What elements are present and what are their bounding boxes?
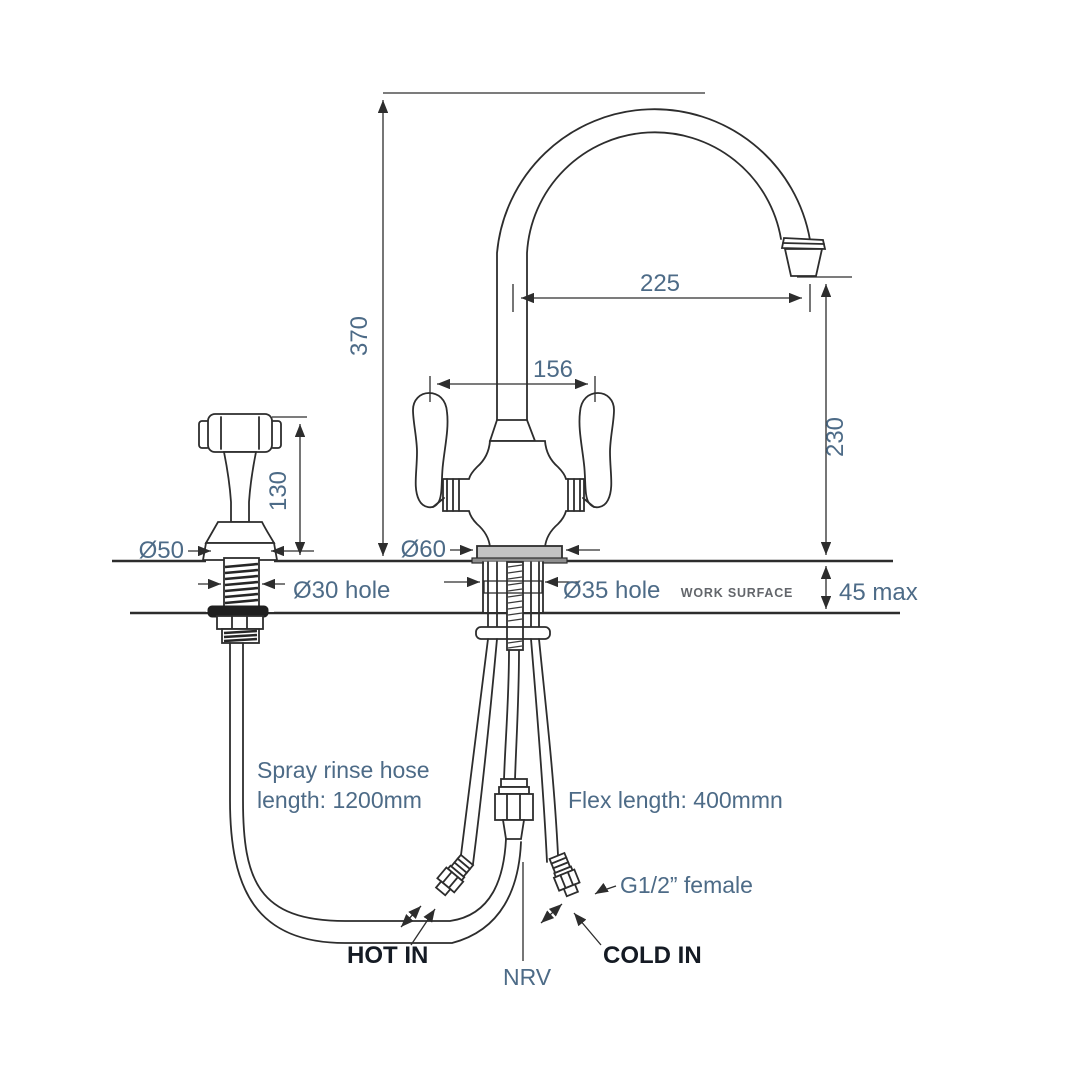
dimension-annotations: 370 225 230 156 130 Ø50 Ø60 Ø30 hole Ø: [139, 92, 918, 609]
spray-hose-inner-edge: [242, 642, 507, 922]
thread-size-leader: [594, 882, 617, 895]
hot-thread-arrow: [400, 905, 422, 928]
hot-in-label: HOT IN: [347, 942, 428, 969]
spray-neck: [222, 451, 258, 523]
dim-370-label: 370: [346, 316, 373, 356]
spray-hose-outer-edge: [229, 642, 522, 944]
spray-hose-note-line1: Spray rinse hose: [257, 757, 430, 783]
stud-threads: [507, 564, 523, 649]
spray-bell: [204, 521, 276, 544]
hot-inlet-fitting: [434, 853, 475, 897]
cold-lever-handle: [578, 392, 615, 509]
spout-collar: [488, 419, 537, 442]
thread-size-label: G1/2” female: [620, 872, 753, 898]
dim-130-label: 130: [265, 471, 292, 511]
work-surface-label: WORK SURFACE: [681, 586, 793, 600]
dim-225-label: 225: [640, 270, 680, 297]
dim-45max-label: 45 max: [839, 579, 918, 606]
base-flange: [476, 545, 563, 560]
dim-d50-label: Ø50: [139, 537, 184, 564]
dim-d35-label: Ø35 hole: [563, 577, 660, 604]
spray-backnut: [216, 615, 264, 630]
nrv-hose-edge: [503, 650, 510, 781]
aerator-body: [783, 248, 824, 277]
aerator-collar-line: [782, 242, 825, 245]
shank-collar: [483, 580, 543, 594]
nrv-hose-edge: [514, 650, 520, 781]
nrv-label: NRV: [503, 964, 552, 990]
dim-d60-label: Ø60: [401, 536, 446, 563]
hot-lever-neck: [432, 497, 445, 508]
valve-body: [442, 440, 585, 548]
hot-flex-hose-edge: [460, 638, 489, 856]
spout-inner-curve: [526, 131, 782, 424]
nrv-valve: [494, 778, 534, 840]
spray-rinse-unit: [198, 413, 282, 644]
spray-hose-loop: [229, 642, 522, 944]
cold-in-label: COLD IN: [603, 942, 702, 969]
cold-flex-hose-edge: [538, 638, 559, 856]
hot-flex-hose-edge: [472, 638, 498, 865]
hot-in-leader: [410, 908, 436, 946]
flex-hoses: [434, 638, 581, 898]
dim-230-label: 230: [822, 417, 849, 457]
flex-length-note: Flex length: 400mmn: [568, 787, 783, 813]
dim-156-label: 156: [533, 356, 573, 383]
cold-inlet-fitting: [548, 851, 581, 898]
spray-head: [207, 413, 273, 453]
cold-in-leader: [573, 912, 602, 946]
cold-lever-neck: [582, 497, 595, 508]
hose-annotations: Spray rinse hose length: 1200mm Flex len…: [257, 757, 783, 990]
spray-shank-threads: [224, 562, 259, 605]
main-tap: [412, 108, 827, 651]
spout-outer-curve: [496, 108, 811, 424]
cold-flex-hose-edge: [530, 638, 548, 863]
hot-lever-handle: [412, 392, 449, 509]
cold-thread-arrow: [540, 903, 563, 924]
horseshoe-backnut: [475, 626, 551, 640]
spray-lower-thread-bands: [223, 629, 258, 643]
dim-d30-label: Ø30 hole: [293, 577, 390, 604]
spray-hose-note-line2: length: 1200mm: [257, 787, 422, 813]
